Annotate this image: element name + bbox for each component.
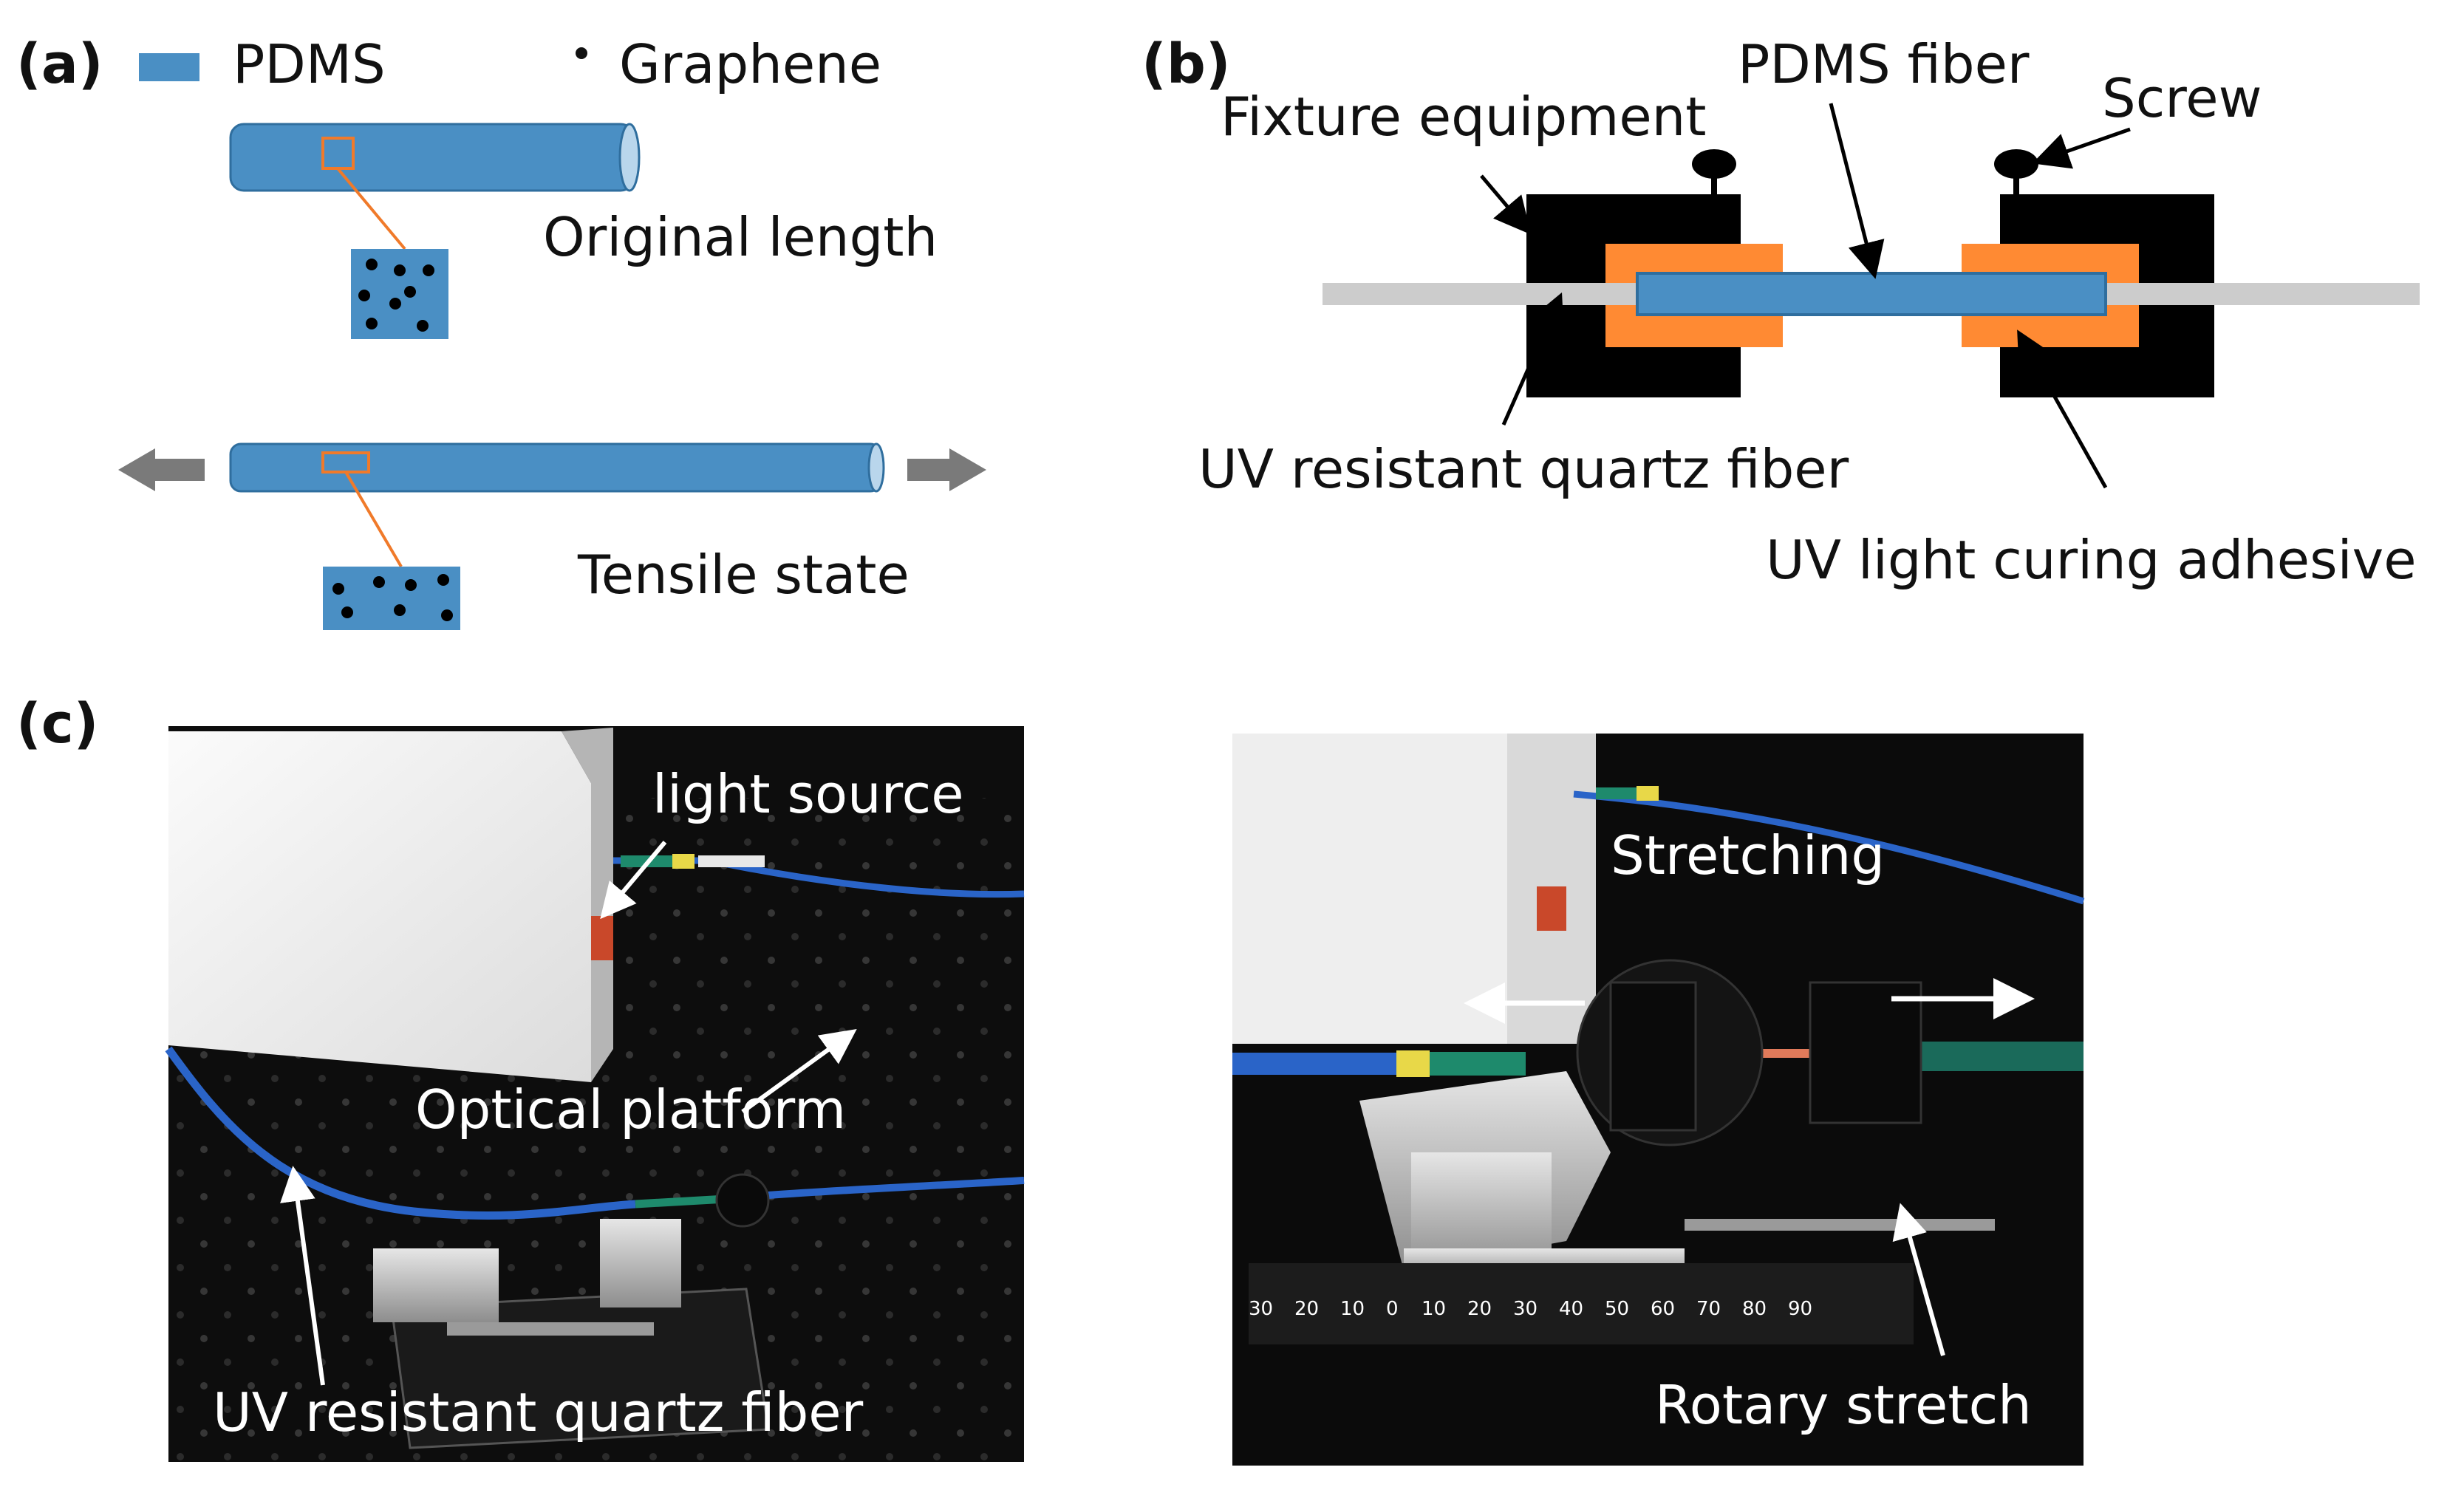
graphene-inset-tensile [323,567,460,630]
panel-label-c: (c) [16,692,99,756]
screw-head-left [1692,149,1736,179]
stretching-label: Stretching [1611,824,1885,886]
pointer-quartz-fiber-photo [280,1166,325,1386]
legend-pdms-swatch [139,53,199,81]
pdms-fiber-original [229,123,641,192]
legend-graphene-dot [576,47,587,59]
pointer-screw [2032,127,2131,169]
panel-label-b: (b) [1141,33,1231,96]
panel-b: (b) PDMS fiber Fixture equipment Screw U… [1141,33,2420,591]
pdms-fiber-label: PDMS fiber [1738,33,2030,95]
original-length-label: Original length [543,206,938,268]
panel-a: (a) PDMS Graphene Original length [16,33,986,630]
pointer-optical-platform [741,1028,857,1114]
quartz-fiber-photo-label: UV resistant quartz fiber [213,1381,864,1443]
pdms-fiber-segment [1636,272,2107,316]
fixture-equipment-label: Fixture equipment [1221,86,1707,148]
photo-stretch-closeup: 30 20 10 0 10 20 30 40 50 60 70 80 90 St… [1232,734,2085,1466]
ruler-tick-1: 20 [1294,1298,1319,1320]
ruler-tick-11: 80 [1742,1298,1767,1320]
quartz-fiber-inside-right [2098,283,2214,305]
photo-setup-overview: light source Optical platform UV resista… [165,726,1025,1462]
stretch-stage-small [373,1173,770,1449]
pointer-adhesive [2017,329,2108,489]
pointer-light-source [600,841,667,920]
ruler-tick-0: 30 [1249,1298,1273,1320]
light-source-box [168,731,591,1082]
pdms-fiber-tensile [229,442,885,493]
tensile-state-label: Tensile state [577,544,910,606]
graphene-inset-original [351,249,448,339]
ruler-tick-3: 0 [1386,1298,1399,1320]
ruler: 30 20 10 0 10 20 30 40 50 60 70 80 90 [1249,1263,1914,1344]
ruler-tick-6: 30 [1513,1298,1538,1320]
light-source-box-closeup [1232,734,1561,1044]
tension-arrow-right [907,448,986,491]
ruler-tick-5: 20 [1467,1298,1492,1320]
pointer-pdms-fiber [1829,103,1885,279]
screw-label: Screw [2102,67,2262,129]
pointer-quartz [1501,292,1564,426]
quartz-fiber-inside-left [1526,283,1637,305]
adhesive-label: UV light curing adhesive [1766,529,2417,591]
fiber-cable-blue [165,1046,636,1220]
ruler-tick-2: 10 [1340,1298,1365,1320]
panel-label-a: (a) [16,33,103,96]
ruler-tick-8: 50 [1605,1298,1629,1320]
legend-pdms-label: PDMS [233,33,386,95]
clamp-right-block [1809,981,1922,1124]
ruler-tick-4: 10 [1422,1298,1446,1320]
legend-graphene-label: Graphene [619,33,881,95]
light-source-label: light source [652,763,964,825]
ruler-tick-10: 70 [1696,1298,1721,1320]
ruler-tick-9: 60 [1651,1298,1675,1320]
zoom-connector-tensile [344,471,403,568]
optical-platform-label: Optical platform [415,1078,846,1141]
zoom-connector-original [336,167,406,250]
tension-arrow-left [118,448,205,491]
ruler-tick-12: 90 [1788,1298,1812,1320]
pointer-rotary-stretch [1892,1203,1945,1356]
pointer-fixture [1480,174,1532,235]
rotary-stretch-label: Rotary stretch [1655,1374,2032,1436]
quartz-fiber-label: UV resistant quartz fiber [1198,438,1849,500]
ruler-tick-7: 40 [1559,1298,1583,1320]
screw-head-right [1994,149,2038,179]
